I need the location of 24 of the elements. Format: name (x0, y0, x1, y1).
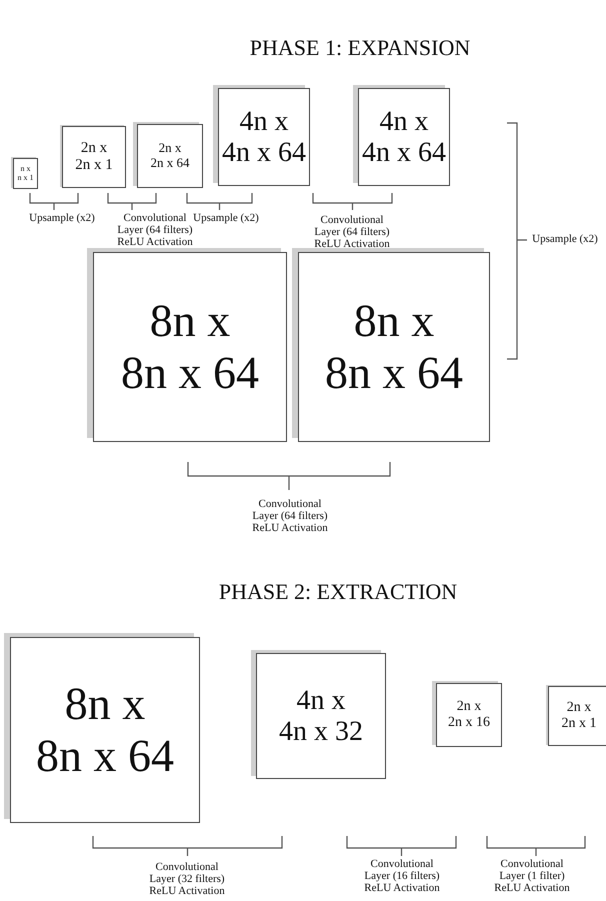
dimension-text: 4n x 4n x 64 (222, 106, 306, 168)
operation-label: Upsample (x2) (28, 212, 96, 224)
operation-label: Convolutional Layer (32 filters) ReLU Activation (148, 861, 226, 898)
operation-label: Upsample (x2) (531, 233, 599, 246)
operation-label: Convolutional Layer (64 filters) ReLU Activation (251, 498, 329, 534)
dimension-text: 2n x 2n x 1 (562, 700, 596, 732)
dimension-text: 2n x 2n x 16 (448, 699, 490, 731)
dimension-text: 2n x 2n x 1 (75, 140, 113, 174)
dimension-text: 2n x 2n x 64 (150, 141, 190, 171)
dimension-text: 4n x 4n x 64 (362, 106, 446, 168)
layer-box (13, 158, 38, 189)
dimension-text: 4n x 4n x 32 (279, 684, 363, 748)
operation-label: Convolutional Layer (16 filters) ReLU Activation (363, 858, 441, 894)
layer-box (62, 126, 126, 188)
operation-label: Convolutional Layer (1 filter) ReLU Activation (493, 858, 571, 894)
operation-label: Upsample (x2) (192, 212, 260, 224)
dimension-text: 8n x 8n x 64 (121, 295, 259, 399)
section-heading: PHASE 2: EXTRACTION (218, 579, 458, 605)
dimension-text: 8n x 8n x 64 (36, 678, 174, 782)
section-heading: PHASE 1: EXPANSION (250, 35, 470, 61)
layer-box (548, 686, 606, 746)
operation-label: Convolutional Layer (64 filters) ReLU Activation (313, 214, 391, 250)
dimension-text: n x n x 1 (18, 164, 34, 182)
dimension-text: 8n x 8n x 64 (325, 295, 463, 399)
